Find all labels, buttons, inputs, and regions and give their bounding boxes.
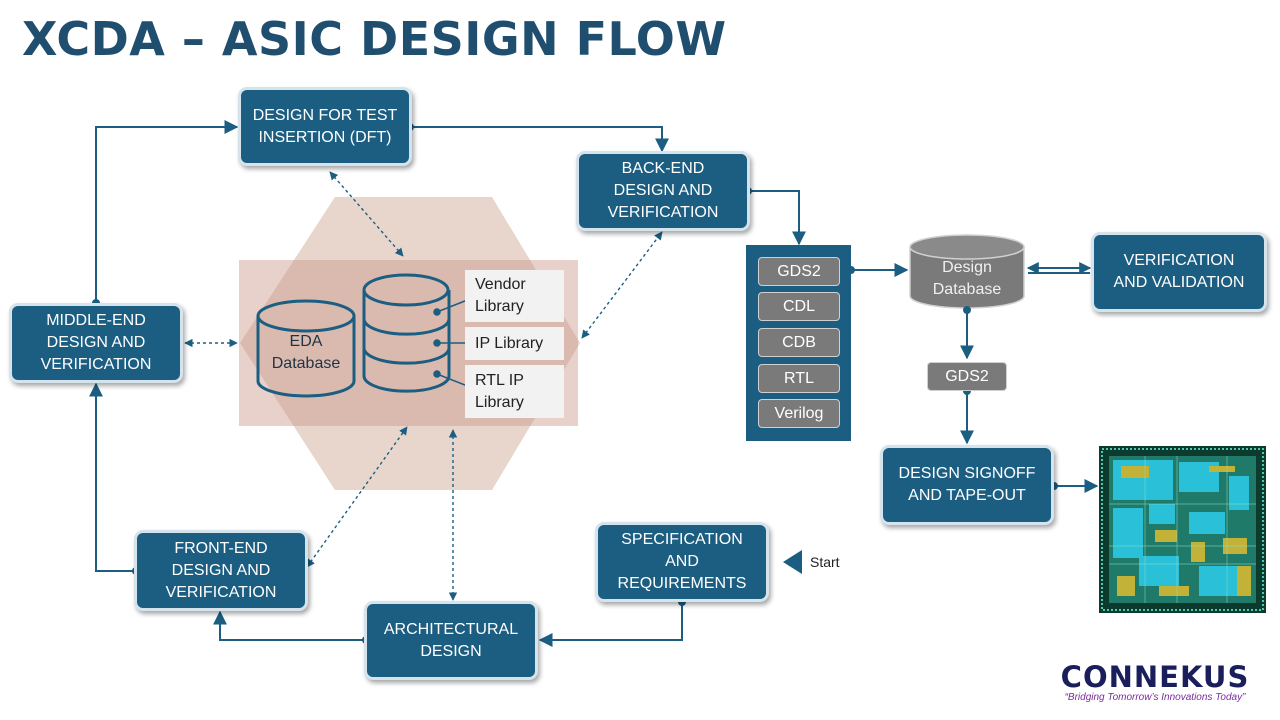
file-item-verilog[interactable]: Verilog (758, 399, 840, 428)
eda-database-label: EDA Database (271, 333, 341, 372)
logo-wordmark: CONNEKUS (1060, 660, 1250, 694)
start-label: Start (810, 554, 840, 570)
signoff-node[interactable]: DESIGN SIGNOFF AND TAPE-OUT (880, 445, 1054, 525)
specification-node[interactable]: SPECIFICATION AND REQUIREMENTS (595, 522, 769, 602)
middle-end-node[interactable]: MIDDLE-END DESIGN AND VERIFICATION (9, 303, 183, 383)
page-title: XCDA – ASIC DESIGN FLOW (22, 12, 727, 66)
start-triangle (783, 550, 802, 574)
design-database-label: Design Database (932, 259, 1002, 298)
eda-database-cylinder (256, 299, 356, 398)
architectural-node[interactable]: ARCHITECTURAL DESIGN (364, 601, 538, 680)
logo-tagline: “Bridging Tomorrow’s Innovations Today” (1064, 692, 1246, 703)
file-item-cdl[interactable]: CDL (758, 292, 840, 321)
library-item-rtl-ip[interactable]: RTL IP Library (465, 365, 564, 418)
backend-node[interactable]: BACK-END DESIGN AND VERIFICATION (576, 151, 750, 231)
chip-layout-image (1099, 446, 1266, 613)
library-cylinder (362, 273, 451, 393)
frontend-node[interactable]: FRONT-END DESIGN AND VERIFICATION (134, 530, 308, 611)
gds2-tag: GDS2 (927, 362, 1007, 391)
design-database-cylinder (909, 234, 1025, 309)
library-item-vendor[interactable]: Vendor Library (465, 270, 564, 322)
library-item-ip[interactable]: IP Library (465, 327, 564, 360)
dft-node[interactable]: DESIGN FOR TEST INSERTION (DFT) (238, 87, 412, 166)
file-item-rtl[interactable]: RTL (758, 364, 840, 393)
company-logo: CONNEKUS “Bridging Tomorrow’s Innovation… (1044, 660, 1266, 703)
file-item-cdb[interactable]: CDB (758, 328, 840, 357)
verification-node[interactable]: VERIFICATION AND VALIDATION (1091, 232, 1267, 312)
file-item-gds2[interactable]: GDS2 (758, 257, 840, 286)
